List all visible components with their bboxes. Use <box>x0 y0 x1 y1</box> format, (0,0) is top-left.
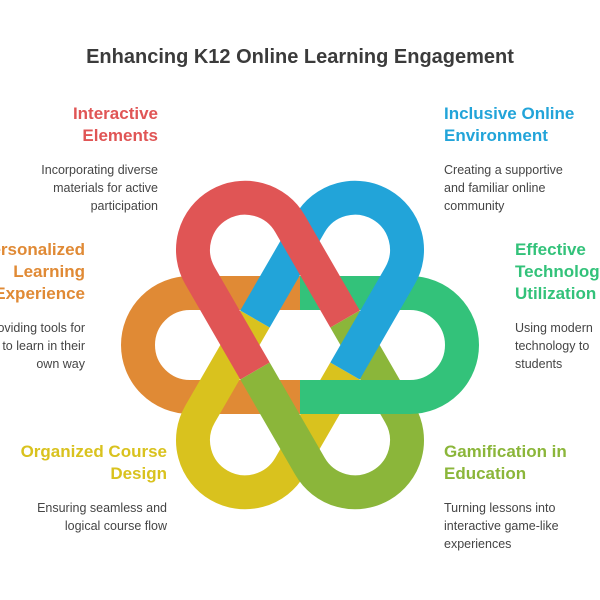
center-hole <box>274 319 326 371</box>
loop-band <box>300 276 479 414</box>
item-organized-course-design: Organized Course Design Ensuring seamles… <box>21 441 167 535</box>
diagram-title: Enhancing K12 Online Learning Engagement <box>86 46 514 68</box>
item-description: Turning lessons into interactive game-li… <box>444 501 559 551</box>
item-inclusive-online-environment: Inclusive Online Environment Creating a … <box>444 103 574 215</box>
loop-personalized-learning-experience <box>121 276 300 414</box>
item-description: Providing tools for to learn in their ow… <box>0 321 85 371</box>
item-description: Using modern technology to students <box>515 321 593 371</box>
item-heading: Interactive Elements <box>72 104 158 145</box>
loop-band <box>176 310 360 510</box>
item-heading: Gamification in Education <box>444 442 567 483</box>
loop-inclusive-online-environment <box>240 180 424 380</box>
item-description: Incorporating diverse materials for acti… <box>41 163 158 213</box>
item-personalized-learning-experience: Personalized Learning Experience Providi… <box>0 239 85 373</box>
loop-effective-technology-utilization <box>300 276 479 414</box>
item-description: Creating a supportive and familiar onlin… <box>444 163 563 213</box>
item-description: Ensuring seamless and logical course flo… <box>37 501 167 533</box>
loop-band <box>121 276 300 414</box>
item-heading: Organized Course Design <box>20 442 167 483</box>
item-effective-technology-utilization: Effective Technology Utilization Using m… <box>515 239 600 373</box>
item-heading: Personalized Learning Experience <box>0 240 85 303</box>
item-interactive-elements: Interactive Elements Incorporating diver… <box>41 103 158 215</box>
loop-band <box>240 180 424 380</box>
loop-organized-course-design <box>176 310 360 510</box>
item-heading: Inclusive Online Environment <box>444 104 575 145</box>
item-heading: Effective Technology Utilization <box>515 240 600 303</box>
item-gamification-in-education: Gamification in Education Turning lesson… <box>444 441 567 553</box>
